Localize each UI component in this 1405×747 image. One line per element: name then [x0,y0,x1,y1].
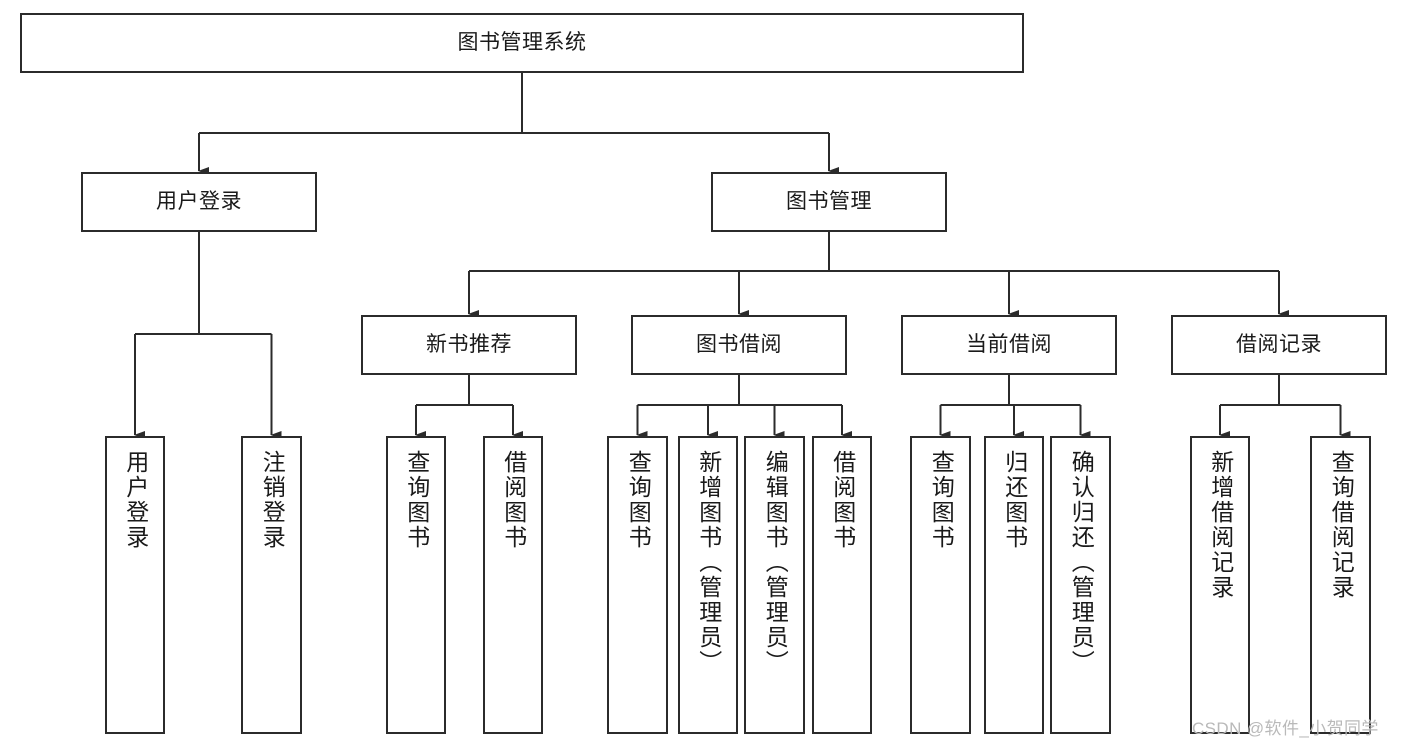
node-records[interactable]: 借阅记录 [1171,315,1387,375]
csdn-watermark: CSDN @软件_小贺同学 [1192,719,1379,738]
node-label-leaf_q_book_3: 查询图书 [928,450,955,550]
node-leaf_add_rec[interactable]: 新增借阅记录 [1190,436,1250,734]
node-leaf_login[interactable]: 用户登录 [105,436,165,734]
node-leaf_borrow_1[interactable]: 借阅图书 [483,436,543,734]
node-label-book_mgmt: 图书管理 [786,189,872,213]
node-leaf_q_book_3[interactable]: 查询图书 [910,436,971,734]
node-leaf_edit_book[interactable]: 编辑图书（管理员） [744,436,805,734]
node-new_rec[interactable]: 新书推荐 [361,315,577,375]
node-leaf_q_book_2[interactable]: 查询图书 [607,436,668,734]
node-label-leaf_conf_ret: 确认归还（管理员） [1068,450,1095,675]
node-label-root: 图书管理系统 [457,30,587,54]
node-label-leaf_logout: 注销登录 [259,450,286,550]
node-label-new_rec: 新书推荐 [426,332,512,356]
node-root[interactable]: 图书管理系统 [20,13,1024,73]
node-leaf_return[interactable]: 归还图书 [984,436,1044,734]
node-label-leaf_edit_book: 编辑图书（管理员） [762,450,789,675]
node-label-user_login: 用户登录 [156,189,242,213]
node-label-leaf_q_rec: 查询借阅记录 [1328,450,1355,600]
node-leaf_q_book_1[interactable]: 查询图书 [386,436,446,734]
node-label-leaf_q_book_1: 查询图书 [403,450,430,550]
node-label-leaf_borrow_1: 借阅图书 [500,450,527,550]
node-label-leaf_add_rec: 新增借阅记录 [1207,450,1234,600]
node-label-leaf_borrow_2: 借阅图书 [829,450,856,550]
node-label-leaf_login: 用户登录 [122,450,149,550]
node-leaf_borrow_2[interactable]: 借阅图书 [812,436,872,734]
node-leaf_conf_ret[interactable]: 确认归还（管理员） [1050,436,1111,734]
node-leaf_q_rec[interactable]: 查询借阅记录 [1310,436,1371,734]
node-label-leaf_return: 归还图书 [1001,450,1028,550]
node-label-borrow: 图书借阅 [696,332,782,356]
node-current[interactable]: 当前借阅 [901,315,1117,375]
node-leaf_logout[interactable]: 注销登录 [241,436,302,734]
node-label-leaf_q_book_2: 查询图书 [625,450,652,550]
node-borrow[interactable]: 图书借阅 [631,315,847,375]
node-label-leaf_add_book: 新增图书（管理员） [695,450,722,675]
node-label-records: 借阅记录 [1236,332,1322,356]
node-label-current: 当前借阅 [966,332,1052,356]
edge-paths [133,73,1351,439]
node-leaf_add_book[interactable]: 新增图书（管理员） [678,436,738,734]
node-user_login[interactable]: 用户登录 [81,172,317,232]
node-book_mgmt[interactable]: 图书管理 [711,172,947,232]
